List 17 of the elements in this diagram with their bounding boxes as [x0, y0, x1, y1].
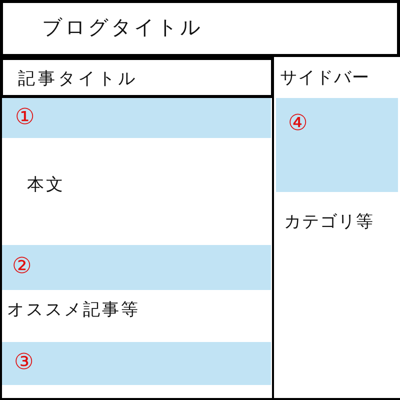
circled-number: ④: [288, 111, 308, 137]
header-box: [0, 0, 400, 57]
blog-title: ブログタイトル: [42, 15, 203, 39]
recommended-articles-label: オススメ記事等: [7, 300, 140, 320]
main-column-box: [0, 57, 274, 400]
highlight-band: [2, 98, 271, 138]
highlight-band: [276, 98, 398, 192]
sidebar-heading: サイドバー: [280, 68, 370, 88]
article-title: 記事タイトル: [18, 69, 138, 89]
circled-number: ③: [14, 350, 34, 376]
body-text-label: 本文: [27, 175, 65, 195]
category-label: カテゴリ等: [284, 212, 374, 232]
highlight-band: [2, 245, 271, 290]
circled-number: ①: [15, 105, 35, 131]
highlight-band: [2, 342, 271, 385]
article-title-box: [0, 57, 274, 98]
circled-number: ②: [12, 254, 32, 280]
